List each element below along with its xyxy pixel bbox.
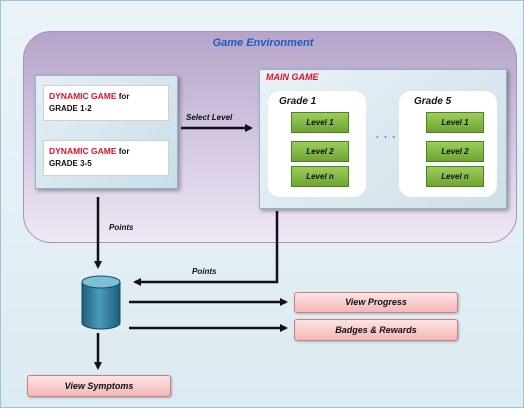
dynamic-game-grade: GRADE 1-2 [49, 104, 92, 113]
dynamic-game-grade: GRADE 3-5 [49, 159, 92, 168]
dynamic-game-for: for [118, 147, 130, 156]
game-environment-title: Game Environment [212, 37, 314, 49]
grade-1-title: Grade 1 [279, 96, 317, 107]
grade-1-level-n: Level n [291, 166, 349, 187]
dynamic-game-highlight: DYNAMIC GAME [49, 146, 117, 156]
grade-1-level-2: Level 2 [291, 141, 349, 162]
dynamic-game-highlight: DYNAMIC GAME [49, 91, 117, 101]
points-label-right: Points [192, 267, 217, 276]
view-symptoms-box: View Symptoms [27, 375, 171, 397]
grades-ellipsis: . . . [375, 129, 397, 141]
grade-5-level-2: Level 2 [426, 141, 484, 162]
main-game-title: MAIN GAME [266, 72, 319, 82]
grade-5-title: Grade 5 [414, 96, 452, 107]
select-level-label: Select Level [186, 113, 233, 122]
points-label-left: Points [109, 223, 134, 232]
grade-5-level-1: Level 1 [426, 112, 484, 133]
grade-1-level-1: Level 1 [291, 112, 349, 133]
dynamic-game-for: for [118, 92, 130, 101]
view-progress-box: View Progress [294, 292, 458, 313]
grade-5-level-n: Level n [426, 166, 484, 187]
dynamic-game-grade-1-2: DYNAMIC GAME for GRADE 1-2 [43, 85, 169, 121]
database-icon [81, 275, 121, 330]
badges-rewards-box: Badges & Rewards [294, 319, 458, 341]
dynamic-game-grade-3-5: DYNAMIC GAME for GRADE 3-5 [43, 140, 169, 176]
